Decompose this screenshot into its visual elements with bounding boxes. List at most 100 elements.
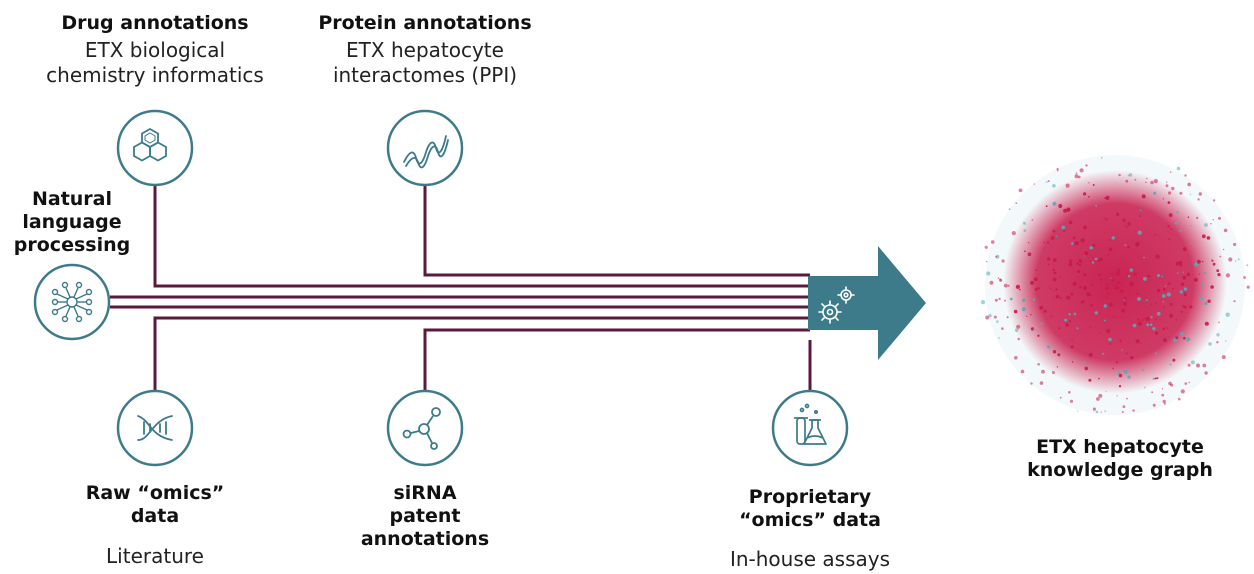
protein-annotations-subtitle: ETX hepatocyte interactomes (PPI) bbox=[332, 38, 518, 87]
graph-node bbox=[1122, 405, 1126, 408]
graph-node bbox=[1082, 285, 1088, 291]
graph-node bbox=[1162, 327, 1166, 331]
graph-node bbox=[1204, 321, 1209, 326]
graph-node bbox=[1223, 228, 1228, 233]
dna-icon bbox=[137, 415, 173, 441]
graph-node bbox=[1121, 349, 1123, 351]
graph-node bbox=[1039, 381, 1044, 385]
graph-node bbox=[1188, 381, 1190, 384]
graph-node bbox=[1196, 363, 1200, 368]
protein-helix-icon bbox=[403, 135, 449, 169]
drug-annotations-subtitle: ETX biological chemistry informatics bbox=[46, 38, 264, 87]
graph-node bbox=[1132, 323, 1137, 328]
graph-node bbox=[1116, 271, 1120, 276]
graph-node bbox=[1065, 183, 1070, 188]
graph-node bbox=[1083, 255, 1085, 257]
graph-node bbox=[1152, 403, 1156, 407]
graph-node bbox=[1155, 352, 1158, 355]
graph-node bbox=[1106, 284, 1108, 286]
graph-node bbox=[1156, 377, 1159, 380]
graph-node bbox=[1039, 305, 1044, 310]
graph-node bbox=[1122, 218, 1126, 222]
graph-node bbox=[1137, 297, 1141, 301]
graph-node bbox=[1246, 264, 1249, 267]
graph-node bbox=[1016, 324, 1021, 329]
nlp-title: Natural language processing bbox=[13, 188, 131, 256]
knowledge-graph-image bbox=[980, 155, 1250, 415]
graph-node bbox=[1149, 323, 1153, 327]
graph-node bbox=[1112, 367, 1114, 370]
graph-node bbox=[1014, 356, 1018, 360]
graph-node bbox=[1033, 183, 1036, 185]
graph-node bbox=[1092, 407, 1096, 411]
graph-node bbox=[1172, 358, 1176, 362]
graph-node bbox=[1052, 277, 1057, 282]
graph-node bbox=[1075, 172, 1078, 174]
graph-node bbox=[996, 320, 999, 323]
graph-node bbox=[1134, 178, 1137, 181]
graph-node bbox=[1059, 396, 1062, 399]
graph-node bbox=[1088, 182, 1090, 184]
raw-omics-title: Raw “omics” data bbox=[85, 482, 225, 527]
graph-node bbox=[1183, 336, 1186, 340]
graph-node bbox=[1067, 207, 1071, 211]
graph-node bbox=[1076, 327, 1079, 330]
graph-node bbox=[1022, 298, 1026, 302]
graph-node bbox=[1079, 286, 1082, 289]
graph-node bbox=[1058, 203, 1063, 209]
graph-node bbox=[1105, 218, 1108, 221]
graph-node bbox=[1199, 296, 1203, 301]
graph-node bbox=[1109, 343, 1112, 346]
graph-node bbox=[1045, 181, 1048, 183]
graph-node bbox=[1168, 381, 1172, 386]
graph-node bbox=[1233, 300, 1236, 303]
graph-node bbox=[1059, 276, 1062, 278]
graph-node bbox=[1124, 244, 1127, 247]
drug-annotations-title: Drug annotations bbox=[61, 12, 249, 34]
graph-node bbox=[1104, 410, 1107, 412]
graph-node bbox=[1137, 272, 1139, 274]
graph-node bbox=[1075, 241, 1079, 246]
nlp-icon-circle bbox=[33, 263, 111, 341]
graph-node bbox=[1167, 225, 1170, 228]
graph-node bbox=[1222, 248, 1225, 251]
graph-node bbox=[1007, 284, 1010, 287]
graph-node bbox=[1137, 318, 1140, 321]
graph-node bbox=[1083, 225, 1087, 230]
graph-node bbox=[1051, 371, 1055, 374]
proprietary-subtitle: In-house assays bbox=[729, 547, 891, 571]
graph-node bbox=[1094, 311, 1099, 315]
graph-node bbox=[1197, 198, 1200, 201]
graph-node bbox=[1201, 282, 1204, 286]
graph-node bbox=[1047, 180, 1050, 183]
graph-node bbox=[1099, 332, 1101, 334]
graph-node bbox=[1175, 319, 1178, 321]
graph-node bbox=[1129, 268, 1134, 272]
protein-annotations-title: Protein annotations bbox=[318, 12, 532, 34]
graph-node bbox=[1030, 280, 1035, 285]
graph-node bbox=[1086, 292, 1091, 297]
graph-node bbox=[1187, 182, 1192, 187]
graph-node bbox=[1161, 275, 1164, 278]
graph-node bbox=[1050, 236, 1055, 240]
graph-node bbox=[1092, 184, 1095, 186]
graph-node bbox=[1169, 303, 1173, 306]
graph-node bbox=[1068, 262, 1073, 267]
graph-node bbox=[1161, 393, 1165, 397]
graph-node bbox=[1006, 316, 1009, 319]
gears-icon bbox=[818, 286, 855, 324]
graph-node bbox=[1246, 285, 1250, 289]
graph-node bbox=[1085, 164, 1088, 167]
graph-node bbox=[1162, 198, 1164, 200]
graph-node bbox=[1069, 259, 1073, 263]
graph-node bbox=[1126, 272, 1129, 275]
graph-node bbox=[1212, 199, 1216, 202]
molecule-nodes-icon bbox=[402, 407, 441, 450]
graph-node bbox=[1119, 339, 1122, 342]
graph-node bbox=[1027, 252, 1032, 257]
graph-node bbox=[1136, 292, 1139, 295]
graph-node bbox=[1208, 342, 1212, 346]
graph-node bbox=[1145, 181, 1147, 184]
graph-node bbox=[1043, 241, 1045, 244]
